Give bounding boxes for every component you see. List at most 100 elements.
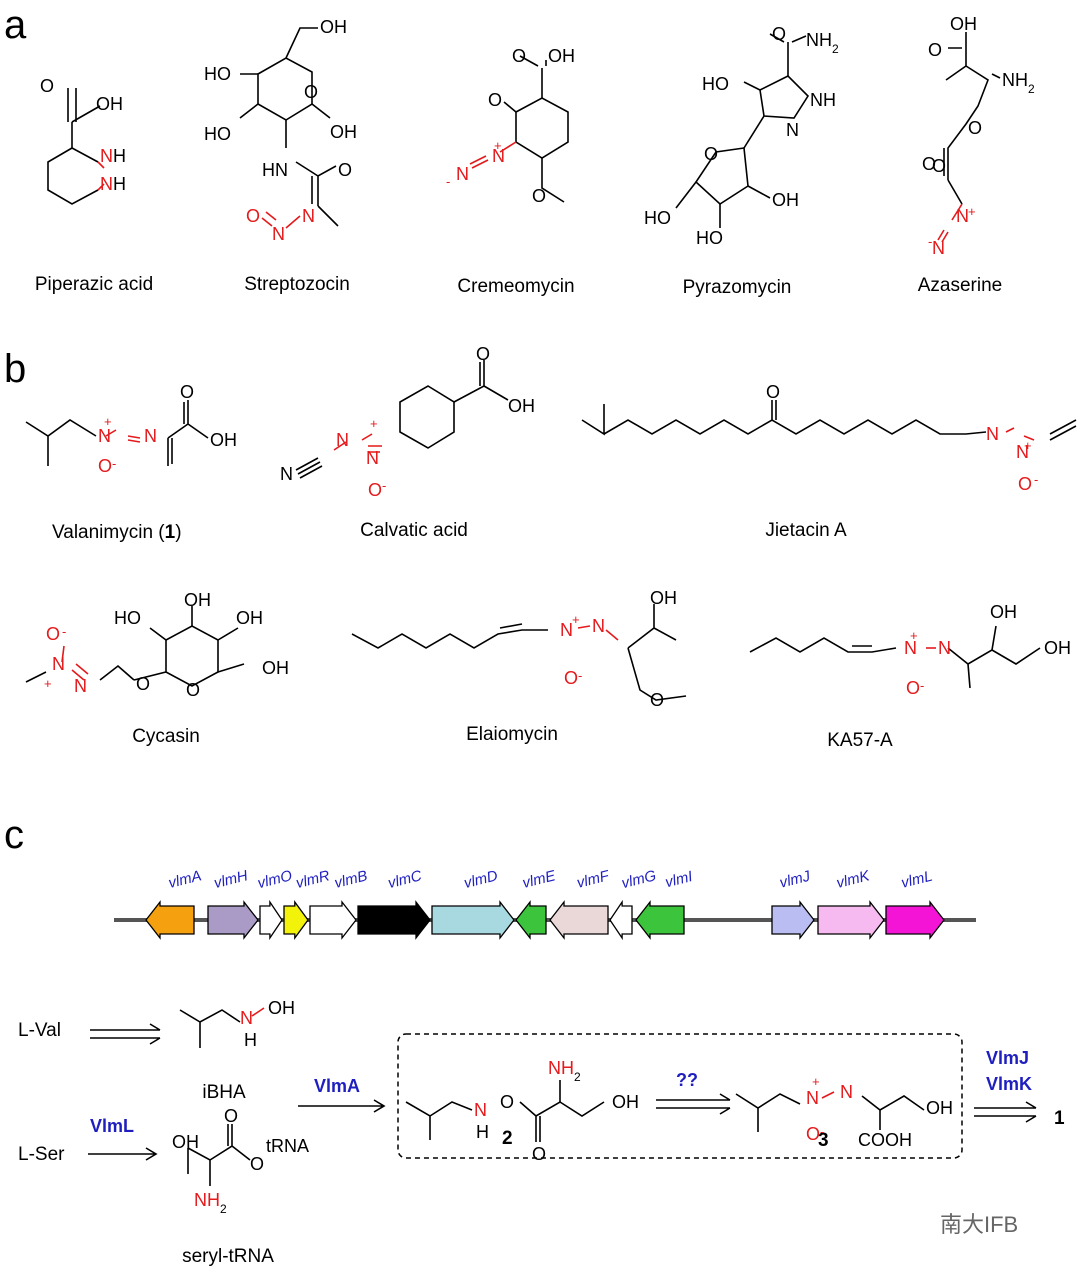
gene-arrow-vlmg [609, 899, 633, 941]
atom-oh: OH [330, 122, 357, 142]
atom-oh: OH [96, 94, 123, 114]
atom-n: N [956, 206, 969, 226]
atom-oh: OH [236, 608, 263, 628]
label-product-1: 1 [1054, 1108, 1065, 1129]
label-seryl-trna: seryl-tRNA [182, 1246, 274, 1267]
gene-label-vlme: vlmE [521, 867, 558, 892]
atom-n: N [986, 424, 999, 444]
gene-label-vlmd: vlmD [462, 867, 499, 892]
gene-label-vlmg: vlmG [620, 867, 658, 892]
structure-jietacin-a: O N N O [581, 382, 1077, 494]
atom-n: N [932, 238, 945, 258]
atom-trna: tRNA [266, 1136, 309, 1156]
atom-oh: OH [772, 190, 799, 210]
charge-plus: + [370, 416, 378, 431]
atom-n: N [560, 620, 573, 640]
charge-plus: + [812, 1074, 820, 1089]
atom-o: O [512, 46, 526, 66]
charge-plus: + [1024, 438, 1032, 453]
label-elaiomycin: Elaiomycin [466, 724, 558, 745]
gene-label-vlmj: vlmJ [778, 868, 813, 892]
atom-ho: HO [204, 64, 231, 84]
gene-label-vlmh: vlmH [212, 867, 249, 892]
gene-arrow-vlmj [771, 900, 815, 940]
atom-o: O [180, 382, 194, 402]
atom-n: N [840, 1082, 853, 1102]
arrow-lval [90, 1023, 161, 1045]
charge-minus: - [446, 174, 450, 189]
charge-minus: - [820, 1124, 824, 1139]
label-calvatic-acid: Calvatic acid [360, 520, 468, 541]
atom-oh: OH [926, 1098, 953, 1118]
atom-ho: HO [204, 124, 231, 144]
atom-n: N [144, 426, 157, 446]
atom-oh: OH [268, 998, 295, 1018]
gene-arrow-vlma [145, 900, 195, 940]
label-jietacin-a: Jietacin A [765, 520, 847, 541]
label-valanimycin: Valanimycin (1) [52, 522, 182, 543]
watermark: 南大IFB [940, 1212, 1018, 1237]
charges: + - + - + - - + + - + - + - - + - + [44, 138, 1038, 1139]
atom-o: O [488, 90, 502, 110]
atom-oh: OH [612, 1092, 639, 1112]
atom-n: N [492, 146, 505, 166]
label-compound-3: 3 [818, 1130, 829, 1151]
gene-label-vlmc: vlmC [386, 867, 423, 892]
charge-plus: + [910, 628, 918, 643]
atom-o: O [368, 480, 382, 500]
gene-arrow-vlmb [309, 900, 357, 940]
atom-ho: HO [644, 208, 671, 228]
enzyme-vlml: VlmL [90, 1116, 134, 1136]
atom-n: N [100, 174, 113, 194]
atom-n: N [366, 448, 379, 468]
atom-oh: OH [1044, 638, 1071, 658]
atom-n: N [786, 120, 799, 140]
atom-o: O [304, 82, 318, 102]
structure-calvatic-acid: N N N O O OH [280, 344, 535, 500]
atom-o: O [246, 206, 260, 226]
gene-label-vlmo: vlmO [256, 867, 294, 892]
panel-label-c: c [4, 813, 24, 857]
atom-oh: OH [508, 396, 535, 416]
atom-n: N [280, 464, 293, 484]
structure-cycasin: O N N O O OH HO OH OH [25, 590, 289, 700]
gene-label-vlmb: vlmB [333, 867, 369, 892]
label-ibha: iBHA [202, 1082, 246, 1103]
atom-o: O [932, 156, 946, 176]
atom-h: H [113, 174, 126, 194]
atom-o: O [338, 160, 352, 180]
atom-o: O [250, 1154, 264, 1174]
charge-plus: + [968, 204, 976, 219]
gene-label-vlmi: vlmI [664, 868, 695, 891]
gene-arrow-vlmf [549, 900, 609, 940]
atom-o: O [806, 1124, 820, 1144]
atom-o: O [500, 1092, 514, 1112]
atom-ho: HO [114, 608, 141, 628]
structure-ka57-a: N N O OH OH [749, 602, 1071, 698]
atom-o: O [922, 154, 936, 174]
gene-label-vlma: vlmA [167, 867, 203, 892]
atom-n: N [474, 1100, 487, 1120]
atom-oh: OH [172, 1132, 199, 1152]
atom-o: O [136, 674, 150, 694]
atom-o: O [564, 668, 578, 688]
enzyme-vlma: VlmA [314, 1076, 360, 1096]
gene-arrow-vlmk [817, 900, 885, 940]
charge-minus: - [1034, 472, 1038, 487]
arrow-vlml [88, 1147, 158, 1161]
atom-ho: HO [702, 74, 729, 94]
label-streptozocin: Streptozocin [244, 274, 350, 295]
arrow-vlmjk [974, 1101, 1037, 1123]
atom-hn: HN [262, 160, 288, 180]
label-pyrazomycin: Pyrazomycin [683, 277, 792, 298]
structure-pyrazomycin: O NH2 HO NH N O HO OH HO [644, 24, 839, 248]
label-l-ser: L-Ser [18, 1144, 65, 1165]
atom-n: N [272, 224, 285, 244]
atom-oh: OH [650, 588, 677, 608]
structure-valanimycin: N N O O OH [25, 382, 237, 476]
atom-oh: OH [990, 602, 1017, 622]
atom-o: O [476, 344, 490, 364]
atom-h: H [476, 1122, 489, 1142]
atom-oh: OH [262, 658, 289, 678]
